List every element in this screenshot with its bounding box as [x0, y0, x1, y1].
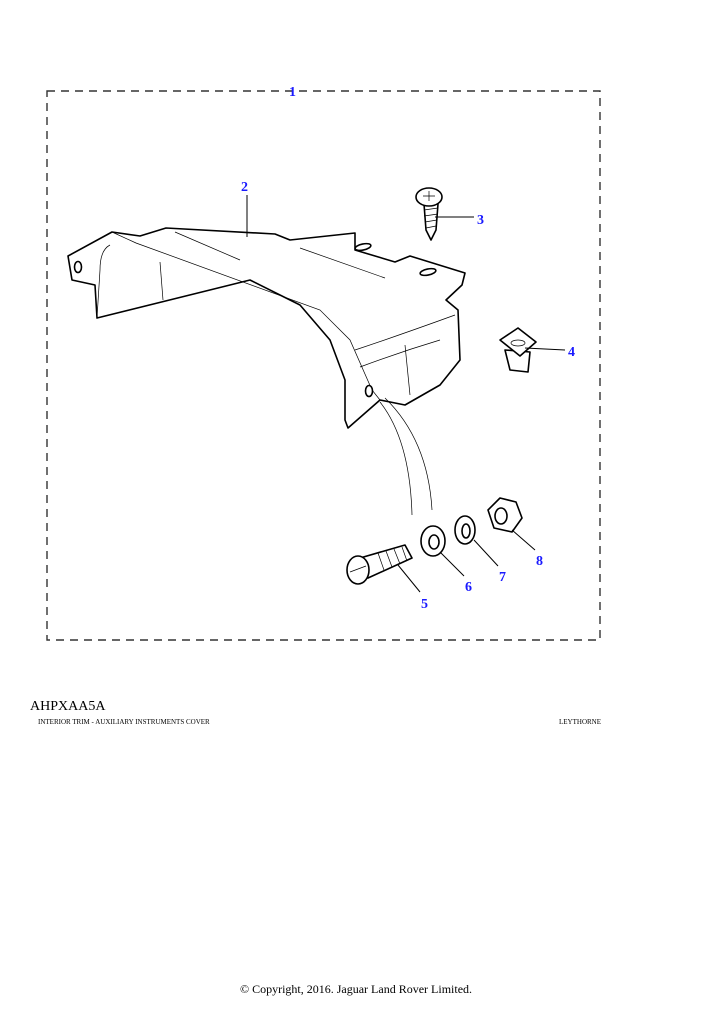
callout-1: 1 [289, 85, 296, 100]
copyright-notice: © Copyright, 2016. Jaguar Land Rover Lim… [239, 982, 473, 996]
cover-bracket-part [67, 227, 466, 516]
callout-8: 8 [536, 554, 543, 569]
plain-washer-part [420, 525, 446, 557]
hex-nut-part [487, 497, 523, 533]
callout-2: 2 [241, 180, 248, 195]
spring-washer-part [454, 515, 476, 545]
callout-3: 3 [477, 213, 484, 228]
callout-6: 6 [465, 580, 472, 595]
clip-nut-part [499, 327, 537, 373]
self-tapping-screw-part [415, 187, 443, 241]
parts-diagram: 1 2 3 4 5 6 7 8 [46, 85, 601, 641]
kit-boundary [46, 90, 601, 641]
diagram-source: LEYTHORNE [559, 718, 601, 726]
diagram-code: AHPXAA5A [30, 699, 106, 714]
callout-4: 4 [568, 345, 575, 360]
callout-7: 7 [499, 570, 506, 585]
slotted-bolt-part [346, 544, 413, 585]
diagram-title: INTERIOR TRIM - AUXILIARY INSTRUMENTS CO… [38, 718, 210, 726]
callout-5: 5 [421, 597, 428, 612]
